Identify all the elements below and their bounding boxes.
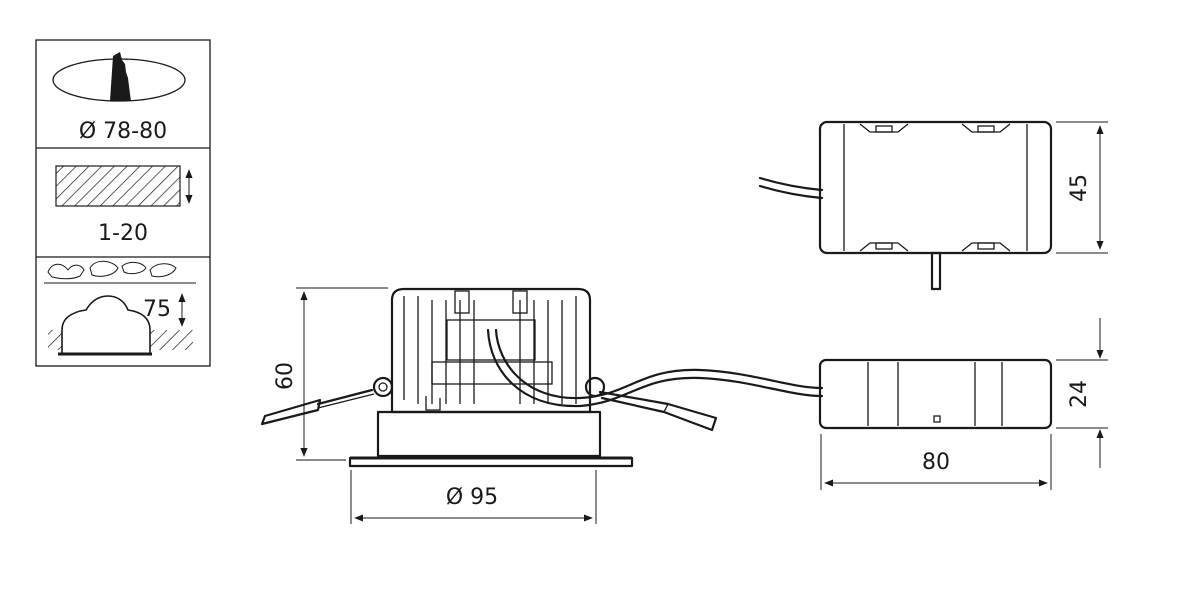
cutout-icon [52,52,186,102]
installation-legend: Ø 78-80 1-20 75 [35,39,211,367]
driver-top-height-dimension [1056,121,1108,254]
downlight-fixture [260,287,824,468]
fixture-diameter-label: Ø 95 [446,485,498,510]
recess-depth-icon [44,260,196,356]
fixture-height-label: 60 [273,362,298,390]
fixture-height-dimension [296,287,388,461]
driver-length-label: 80 [922,450,950,475]
ceiling-thickness-label: 1-20 [98,221,148,246]
driver-top-view [758,120,1053,291]
driver-side-height-dimension [1056,318,1108,468]
cutout-diameter-label: Ø 78-80 [79,119,167,144]
driver-side-view [818,358,1053,430]
driver-side-height-label: 24 [1067,380,1092,408]
driver-top-height-label: 45 [1067,174,1092,202]
ceiling-thickness-icon [55,165,193,207]
driver-length-dimension [820,434,1052,490]
fixture-diameter-dimension [350,470,597,524]
recess-depth-label: 75 [143,297,171,322]
